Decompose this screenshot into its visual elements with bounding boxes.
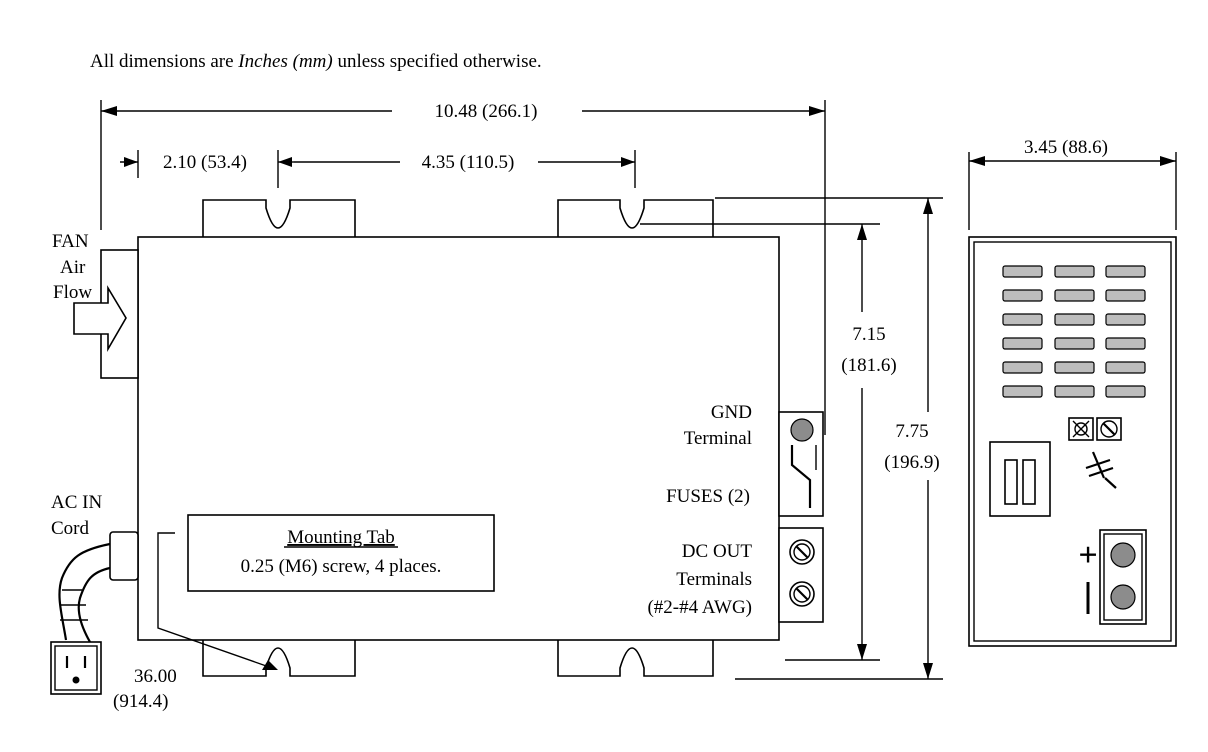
inner-height-in: 7.15 <box>852 324 885 345</box>
gnd-terminal-icon <box>790 418 814 442</box>
ac-in-label: AC IN <box>51 492 102 513</box>
ac-plug-icon <box>50 641 102 695</box>
mounting-tab-top-left <box>202 199 356 237</box>
overall-height-dimension: 7.75 (196.9) <box>715 197 943 680</box>
terminal-label: Terminal <box>684 428 752 449</box>
cord-wire-upper <box>58 542 111 641</box>
units-note: All dimensions are Inches (mm) unless sp… <box>90 51 542 72</box>
overall-width-dimension: 10.48 (266.1) <box>100 100 826 435</box>
terminals-label: Terminals <box>676 569 752 590</box>
tab-dimensions: 2.10 (53.4) 4.35 (110.5) <box>120 150 636 188</box>
tab-offset-label: 2.10 (53.4) <box>163 152 247 173</box>
side-fuse-holder <box>989 441 1051 517</box>
overall-height-in: 7.75 <box>895 421 928 442</box>
side-width-dimension: 3.45 (88.6) <box>968 137 1177 230</box>
fan-label: FAN <box>52 231 89 252</box>
fuses-label: FUSES (2) <box>666 486 750 507</box>
dc-out-label: DC OUT <box>682 541 753 562</box>
side-vents <box>1002 265 1146 398</box>
mounting-tab-title: Mounting Tab <box>287 527 395 548</box>
overall-width-label: 10.48 (266.1) <box>435 101 538 122</box>
flow-label: Flow <box>53 282 92 303</box>
fuse-icon <box>790 445 812 508</box>
cord-wire-lower <box>77 566 111 643</box>
inner-height-mm: (181.6) <box>841 355 896 376</box>
side-negative-terminal-icon <box>1110 584 1136 610</box>
positive-sign: + <box>1078 537 1097 574</box>
fan-air-label: Air <box>60 257 86 278</box>
cord-length-in: 36.00 <box>134 666 177 687</box>
overall-height-mm: (196.9) <box>884 452 939 473</box>
mounting-tab-top-right <box>557 199 714 237</box>
cord-strain-relief <box>109 531 139 581</box>
mounting-tab-bottom-left <box>202 640 356 677</box>
air-flow-arrow-icon <box>73 285 127 352</box>
mounting-tab-bottom-right <box>557 640 714 677</box>
mounting-tab-description: 0.25 (M6) screw, 4 places. <box>241 556 442 577</box>
tab-spacing-label: 4.35 (110.5) <box>422 152 515 173</box>
cord-length-mm: (914.4) <box>113 691 168 712</box>
gnd-label: GND <box>711 402 752 423</box>
inner-height-dimension: 7.15 (181.6) <box>640 223 897 661</box>
wire-gauge-label: (#2-#4 AWG) <box>647 597 752 618</box>
side-positive-terminal-icon <box>1110 542 1136 568</box>
adjust-symbol-icon <box>1085 451 1117 489</box>
mounting-tab-callout <box>187 514 495 592</box>
side-width-label: 3.45 (88.6) <box>1024 137 1108 158</box>
mounting-tab-leader <box>157 532 273 669</box>
cord-label: Cord <box>51 518 90 539</box>
